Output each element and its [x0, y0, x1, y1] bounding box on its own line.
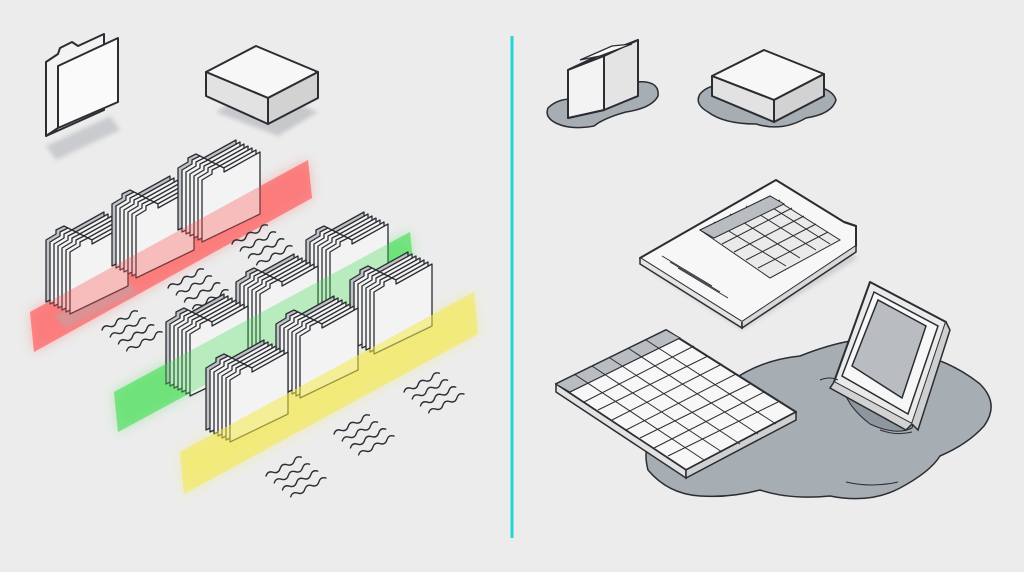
- tablet-icon: [819, 281, 951, 486]
- drive-icon: [205, 45, 319, 136]
- red-band-overlay: [30, 160, 312, 352]
- spreadsheet-icon: [639, 179, 858, 330]
- wavy-lines-icon: [402, 370, 466, 416]
- yellow-band-overlay: [180, 292, 478, 494]
- folder-stack-icon: [45, 211, 138, 328]
- drive-icon: [546, 39, 659, 129]
- wavy-lines-icon: [264, 454, 328, 500]
- drive-icon: [697, 49, 837, 128]
- wavy-lines-icon: [100, 308, 164, 354]
- wavy-lines-icon: [332, 412, 396, 458]
- folder-icon: [45, 33, 120, 160]
- spreadsheet-icon: [554, 329, 797, 480]
- green-band-overlay: [114, 232, 414, 432]
